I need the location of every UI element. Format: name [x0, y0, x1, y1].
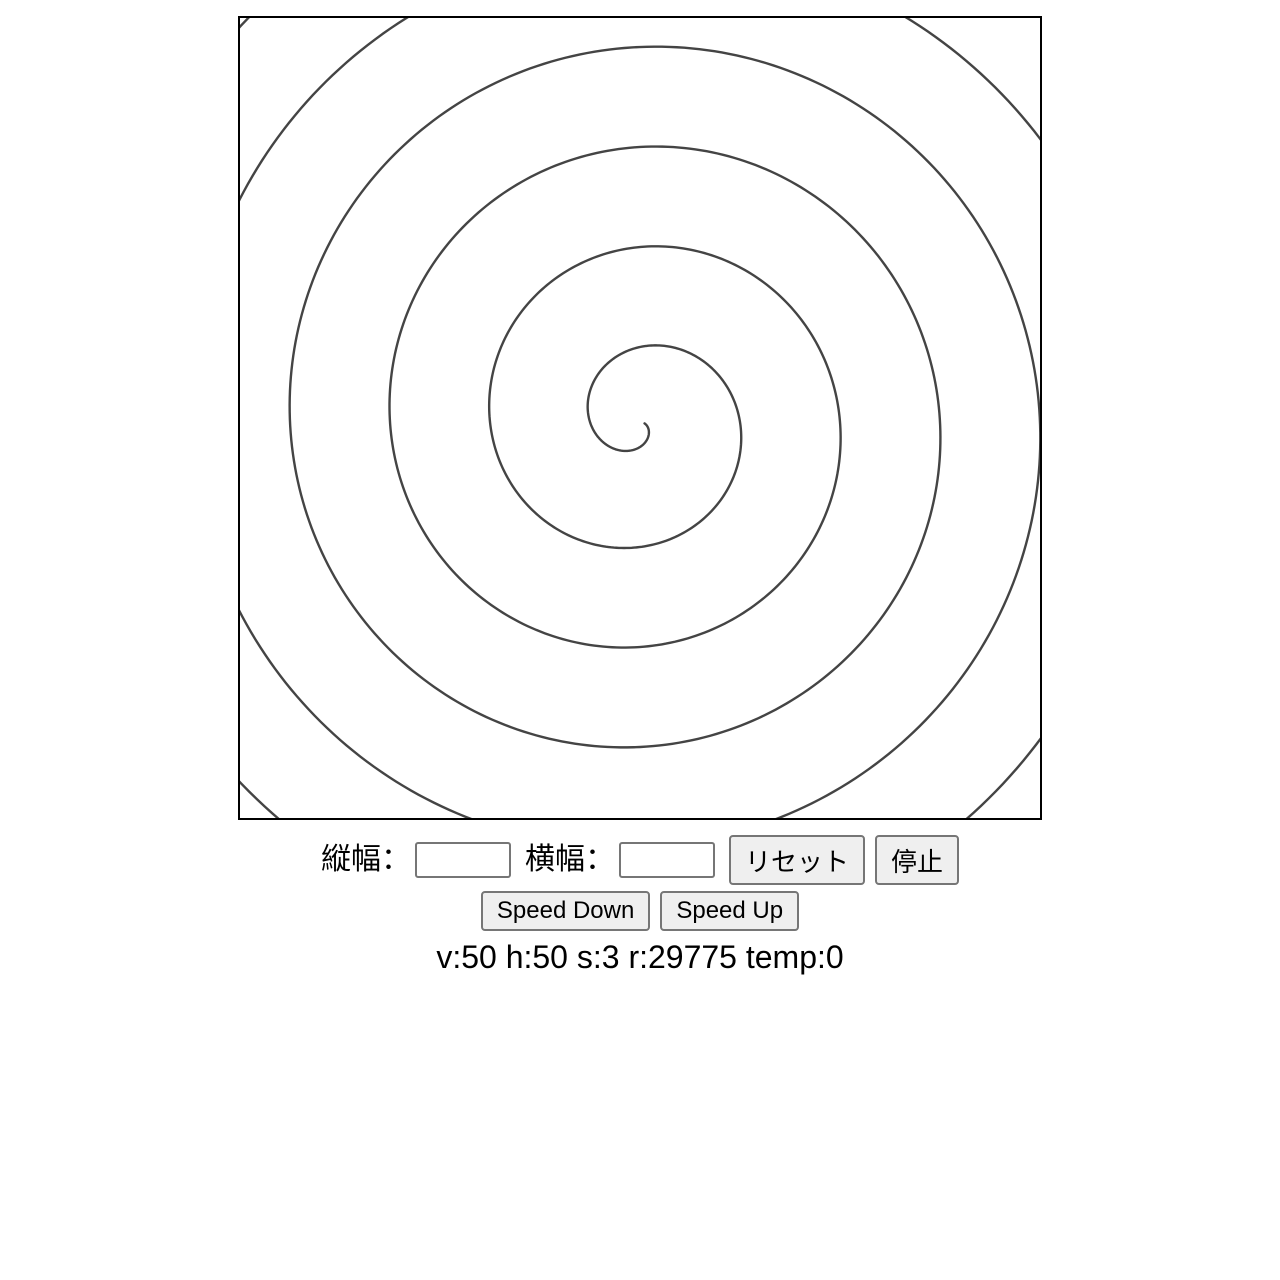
size-controls-row: 縦幅： 横幅： リセット 停止 [0, 834, 1280, 886]
reset-button[interactable]: リセット [728, 835, 865, 885]
status-text: v:50 h:50 s:3 r:29775 temp:0 [436, 938, 844, 975]
speed-controls-row: Speed Down Speed Up [0, 890, 1280, 932]
spiral-canvas[interactable] [238, 16, 1042, 820]
speed-down-button[interactable]: Speed Down [480, 891, 651, 931]
stop-button[interactable]: 停止 [875, 835, 960, 885]
spiral-line [240, 18, 1040, 818]
height-label: 縦幅： [320, 842, 411, 877]
spiral-drawing [240, 18, 1040, 818]
height-input[interactable] [414, 842, 511, 878]
width-input[interactable] [618, 842, 715, 878]
status-row: v:50 h:50 s:3 r:29775 temp:0 [0, 936, 1280, 978]
width-label: 横幅： [524, 842, 615, 877]
speed-up-button[interactable]: Speed Up [660, 891, 800, 931]
